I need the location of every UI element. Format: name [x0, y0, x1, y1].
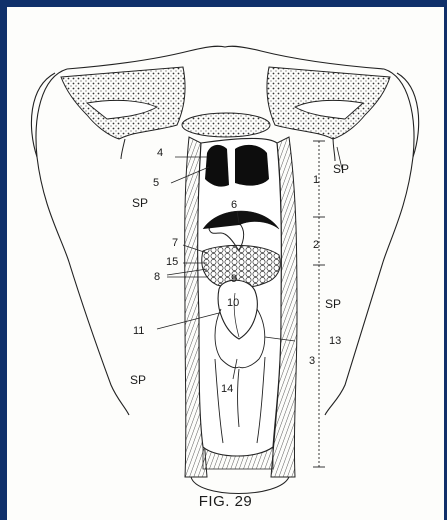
- label-13: 13: [329, 335, 341, 347]
- choanae: [205, 145, 269, 187]
- region-3: 3: [309, 355, 315, 367]
- figure-panel: 4 5 6 7 15 8 9 10 11 13 14 1 2 3 SP SP S…: [7, 7, 444, 520]
- sp-label-mid-right: SP: [325, 298, 341, 310]
- label-6: 6: [231, 199, 237, 211]
- label-15: 15: [166, 256, 178, 268]
- sp-label-lower-left: SP: [130, 374, 146, 386]
- region-scale-bar: [313, 141, 325, 467]
- label-4: 4: [157, 147, 163, 159]
- figure-caption: FIG. 29: [7, 493, 444, 510]
- sp-label-upper-left: SP: [132, 197, 148, 209]
- region-1: 1: [313, 174, 319, 186]
- label-14: 14: [221, 383, 233, 395]
- label-8: 8: [154, 271, 160, 283]
- label-5: 5: [153, 177, 159, 189]
- clivus-bone: [182, 113, 270, 137]
- label-11: 11: [133, 325, 144, 337]
- temporal-bone-left: [61, 67, 185, 159]
- sp-label-upper-right: SP: [333, 163, 349, 175]
- anatomical-illustration: [7, 7, 444, 520]
- label-7: 7: [172, 237, 178, 249]
- label-9: 9: [231, 273, 237, 285]
- region-2: 2: [313, 239, 319, 251]
- label-10: 10: [227, 297, 239, 309]
